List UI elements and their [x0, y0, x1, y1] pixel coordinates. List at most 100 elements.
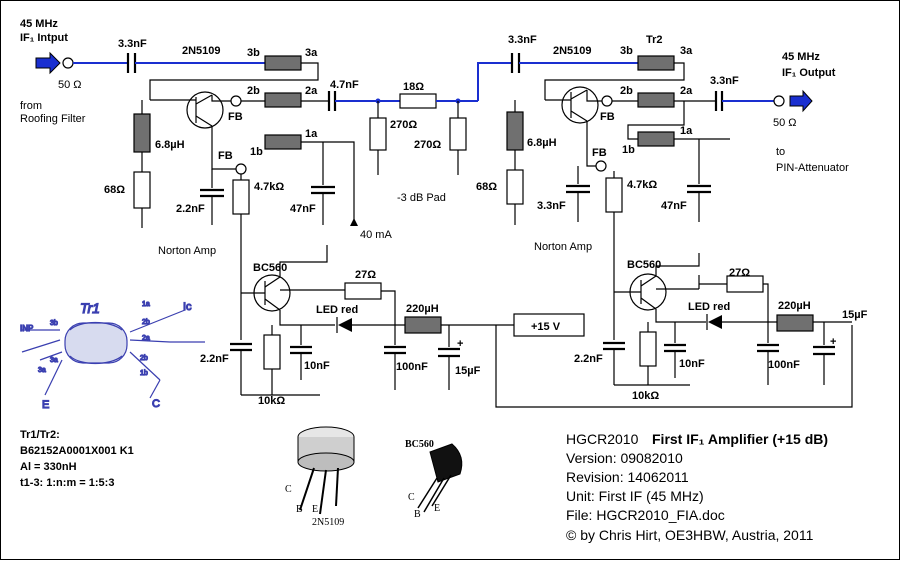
to92-label: BC560: [405, 439, 434, 450]
svg-text:+: +: [457, 338, 463, 350]
stage2-winding-1: [637, 131, 675, 147]
stage1-resistor-27: [344, 282, 382, 300]
stage2-cout-label: 3.3nF: [710, 75, 739, 87]
stage1-l220-label: 220µH: [406, 303, 439, 315]
supply-box: [513, 313, 585, 337]
stage2-r27-label: 27Ω: [729, 267, 750, 279]
can-pin-e: E: [312, 504, 318, 515]
pad-resistor-18: [399, 93, 437, 109]
stage2-resistor-68: [506, 169, 524, 205]
stage1-c100-label: 100nF: [396, 361, 428, 373]
pad-r270b-label: 270Ω: [414, 139, 441, 151]
transformer-sketch: Tr1 INP Ic E C 3b 3a 1a 2a 2b 1b 3a 2b: [19, 299, 205, 412]
stage1-tap-3a: 3a: [305, 47, 318, 59]
pad-resistor-270a: [369, 117, 387, 151]
stage1-led-icon: [338, 318, 352, 332]
input-impedance: 50 Ω: [58, 79, 82, 91]
stage1-fb1-label: FB: [228, 111, 243, 123]
tr-note-1: Tr1/Tr2:: [20, 429, 60, 441]
title-version: Version: 09082010: [566, 450, 683, 466]
stage1-resistor-10k: [263, 334, 281, 370]
supply-label: +15 V: [531, 321, 561, 333]
output-title2: IF₁ Output: [782, 67, 836, 79]
stage2-ferrite-bead-2: [595, 160, 607, 172]
stage1-c15-label: 15µF: [455, 365, 481, 377]
stage2-c33-label: 3.3nF: [537, 200, 566, 212]
stage2-c22b-label: 2.2nF: [574, 353, 603, 365]
stage2-c100-label: 100nF: [768, 359, 800, 371]
input-section: 45 MHz IF₁ Intput 50 Ω from Roofing Filt…: [20, 18, 128, 125]
title-block: HGCR2010 First IF₁ Amplifier (+15 dB) Ve…: [566, 431, 828, 543]
output-section: 45 MHz IF₁ Output 50 Ω to PIN-Attenuator: [773, 51, 849, 174]
title-unit: Unit: First IF (45 MHz): [566, 488, 704, 504]
sketch-c: C: [152, 398, 160, 410]
stage2-norton-label: Norton Amp: [534, 241, 592, 253]
sketch-pin: 3b: [50, 320, 58, 327]
stage1-tap-2b: 2b: [247, 85, 260, 97]
title-description: First IF₁ Amplifier (+15 dB): [652, 431, 828, 447]
stage1-r10k-label: 10kΩ: [258, 395, 285, 407]
sketch-e: E: [42, 399, 49, 411]
stage2-fb2-label: FB: [592, 147, 607, 159]
sketch-inp: INP: [20, 324, 33, 333]
stage2-tap-1b: 1b: [622, 144, 635, 156]
attenuator-pad: 4.7nF 18Ω 270Ω 270Ω -3 dB Pad: [301, 62, 512, 204]
to92-pin-b: B: [414, 509, 421, 520]
pad-r18-label: 18Ω: [403, 81, 424, 93]
stage1-c22b-label: 2.2nF: [200, 353, 229, 365]
stage1-fb2-label: FB: [218, 150, 233, 162]
stage2-fb1-label: FB: [600, 111, 615, 123]
svg-text:+: +: [830, 336, 836, 348]
sketch-pin: 2b: [142, 319, 150, 326]
stage2-l220-label: 220µH: [778, 300, 811, 312]
to92-pin-e: E: [434, 503, 440, 514]
stage1-r27-label: 27Ω: [355, 269, 376, 281]
stage2-transistor-2n5109: [561, 86, 599, 124]
pad-r270a-label: 270Ω: [390, 119, 417, 131]
input-terminal: [62, 57, 74, 69]
pad-label: -3 dB Pad: [397, 192, 446, 204]
stage1-tap-1b: 1b: [250, 146, 263, 158]
stage1-tap-2a: 2a: [305, 85, 318, 97]
stage2-r10k-label: 10kΩ: [632, 390, 659, 402]
sketch-ic: Ic: [183, 301, 192, 313]
stage1-current-label: 40 mA: [360, 229, 392, 241]
to92-bc560-icon: BC560 C B E: [405, 439, 463, 520]
stage1-bc560-label: BC560: [253, 262, 287, 274]
toroid-core-icon: [64, 322, 128, 364]
stage2-transistor-label: 2N5109: [553, 45, 592, 57]
stage2-ferrite-bead-1: [601, 95, 613, 107]
stage2-r47k-label: 4.7kΩ: [627, 179, 657, 191]
tr-note-3: Al = 330nH: [20, 461, 77, 473]
can-pin-b: B: [296, 504, 303, 515]
stage2-cin-label: 3.3nF: [508, 34, 537, 46]
output-to1: to: [776, 146, 785, 158]
stage2: 3.3nF 2N5109 Tr2 3b 3a 2b 2a 1b 1a 3.3nF…: [476, 34, 868, 402]
stage2-l-label: 6.8µH: [527, 137, 557, 149]
input-arrow-icon: [35, 51, 61, 75]
sketch-title: Tr1: [80, 300, 100, 316]
pad-cin-label: 4.7nF: [330, 79, 359, 91]
input-from2: Roofing Filter: [20, 113, 86, 125]
tr-note-2: B62152A0001X001 K1: [20, 445, 134, 457]
input-from1: from: [20, 100, 42, 112]
output-title: 45 MHz: [782, 51, 820, 63]
stage1-l-label: 6.8µH: [155, 139, 185, 151]
transformer-notes: Tr1/Tr2: B62152A0001X001 K1 Al = 330nH t…: [20, 429, 134, 489]
stage1-tap-3b: 3b: [247, 47, 260, 59]
stage2-tap-3a: 3a: [680, 45, 693, 57]
stage2-c47-label: 47nF: [661, 200, 687, 212]
stage1-r47k-label: 4.7kΩ: [254, 181, 284, 193]
tr-note-4: t1-3: 1:n:m = 1:5:3: [20, 477, 114, 489]
stage1-inductor-6.8uh: [133, 113, 151, 153]
stage1-c47-label: 47nF: [290, 203, 316, 215]
pad-resistor-270b: [449, 117, 467, 151]
stage2-winding-2: [637, 92, 675, 108]
stage1-ferrite-bead-1: [230, 95, 242, 107]
sketch-pin: 2a: [142, 335, 150, 342]
input-title2: IF₁ Intput: [20, 32, 68, 44]
stage2-tap-2b: 2b: [620, 85, 633, 97]
stage1-r68-label: 68Ω: [104, 184, 125, 196]
stage2-c15-label: 15µF: [842, 309, 868, 321]
